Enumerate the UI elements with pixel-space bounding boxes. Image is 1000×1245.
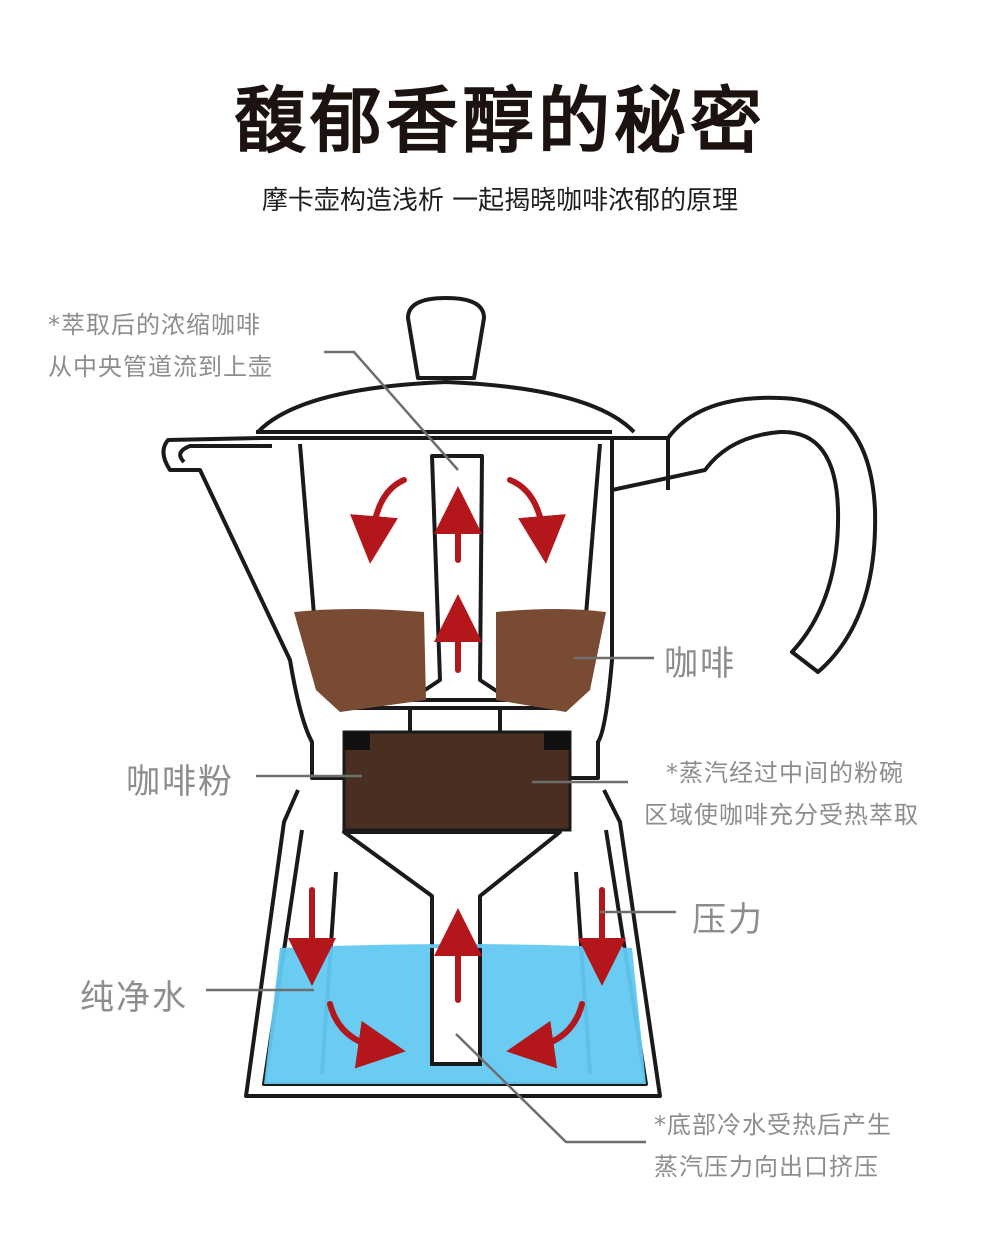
coffee-left [294,609,426,712]
callout-bottom-note-line2: 蒸汽压力向出口挤压 [654,1153,879,1181]
callout-top-note: *萃取后的浓缩咖啡 从中央管道流到上壶 [48,304,273,388]
callout-bottom-note: *底部冷水受热后产生 蒸汽压力向出口挤压 [654,1104,892,1188]
coffee-right [496,609,606,712]
lid-knob [406,296,486,380]
lower-chamber-outer [244,789,662,1098]
page-title: 馥郁香醇的秘密 [233,79,766,163]
callout-coffee: 咖啡 [664,644,736,684]
lid-dome [256,380,636,434]
callout-pressure: 压力 [692,900,764,940]
flow-arrows [288,477,626,1069]
arrow-upper-right [507,477,566,564]
callout-top-note-line2: 从中央管道流到上壶 [48,353,273,381]
leader-lines [206,350,676,1144]
callout-coffee-powder: 咖啡粉 [126,762,234,802]
leader-top-note [324,350,459,471]
callout-bottom-note-line1: *底部冷水受热后产生 [654,1111,892,1139]
arrow-lower-right-curve [506,1001,585,1069]
callout-pure-water: 纯净水 [80,978,188,1018]
callout-top-note-line1: *萃取后的浓缩咖啡 [48,311,261,339]
callout-steam-note-line2: 区域使咖啡充分受热萃取 [644,801,919,829]
page-subtitle: 摩卡壶构造浅析 一起揭晓咖啡浓郁的原理 [261,186,739,216]
callout-steam-note-line1: *蒸汽经过中间的粉碗 [666,759,904,787]
upper-chamber-outer [161,436,614,780]
arrow-upper-left [350,477,407,564]
leader-bottom-note [455,1033,646,1144]
callout-steam-note: *蒸汽经过中间的粉碗 区域使咖啡充分受热萃取 [644,752,919,836]
arrow-lower-left-curve [327,1001,406,1069]
handle [611,395,878,674]
